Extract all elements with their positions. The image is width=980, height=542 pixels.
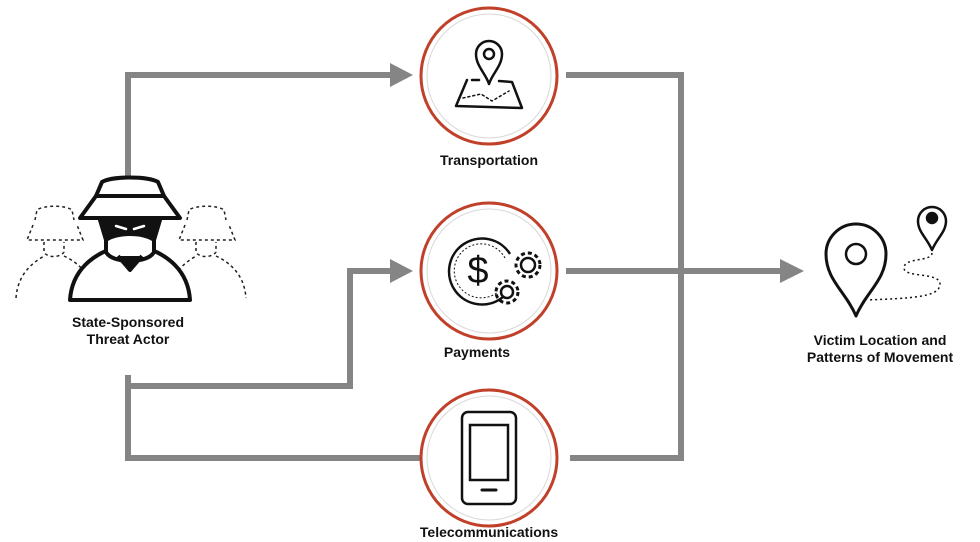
node-telecommunications: Telecommunications — [419, 388, 559, 540]
telecommunications-label: Telecommunications — [420, 524, 558, 540]
connector-transportation-to-bus — [566, 72, 684, 461]
hat-spy-icon — [68, 175, 192, 302]
node-inner-ring — [426, 395, 552, 521]
arrowhead-transportation — [390, 63, 413, 87]
arrowhead-payments — [390, 259, 413, 283]
node-transportation: Transportation — [419, 6, 559, 168]
location-path-icon — [824, 205, 948, 318]
map-pin-icon — [454, 39, 524, 110]
mobile-phone-icon — [460, 410, 518, 506]
connector-actor-to-payments — [125, 268, 392, 389]
connector-lines — [125, 72, 782, 461]
node-inner-ring — [426, 13, 552, 139]
transportation-label: Transportation — [440, 152, 538, 168]
dollar-gears-icon: $ — [447, 237, 542, 306]
node-ring-payments — [419, 201, 559, 341]
payments-label: Payments — [444, 344, 510, 360]
connector-actor-to-transportation — [125, 72, 392, 180]
arrowhead-outcome — [780, 259, 804, 283]
outcome-label-line2: Patterns of Movement — [807, 349, 954, 365]
victim-outcome: Victim Location and Patterns of Movement — [807, 205, 954, 365]
node-payments: $ Payments — [419, 201, 559, 360]
connector-actor-to-telecom — [125, 386, 428, 461]
node-inner-ring — [426, 208, 552, 334]
actor-label-line2: Threat Actor — [87, 331, 170, 347]
shadow-figure-left-icon — [15, 205, 95, 299]
svg-text:$: $ — [467, 250, 488, 292]
actor-label-line1: State-Sponsored — [72, 314, 184, 330]
threat-actor: State-Sponsored Threat Actor — [15, 175, 247, 347]
arrowheads — [390, 63, 804, 283]
node-ring-telecom — [419, 388, 559, 528]
outcome-label-line1: Victim Location and — [814, 332, 947, 348]
